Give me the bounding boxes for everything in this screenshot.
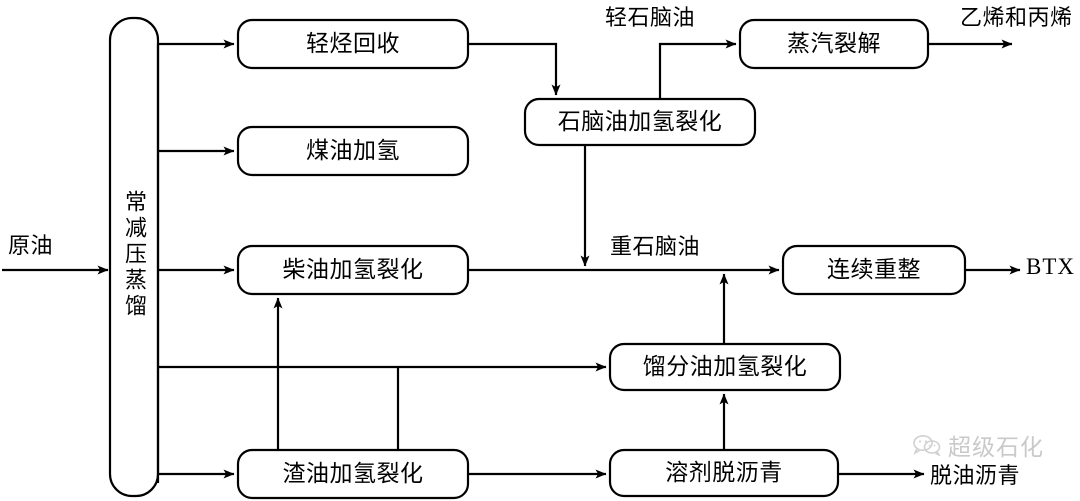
unit-box-steam-cracking[interactable] [738, 18, 930, 70]
unit-box-light-hydrocarbon-recovery[interactable] [236, 18, 470, 70]
unit-label-crude-distillation: 常减压蒸馏 [122, 190, 147, 320]
stream-label-btx: BTX [1026, 254, 1075, 279]
connector-naphtha-hydrocracking-to-steam-cracking [658, 39, 737, 99]
unit-box-solvent-deasphalting[interactable] [608, 448, 840, 498]
unit-box-diesel-hydrocracking[interactable] [236, 244, 470, 296]
stream-label-light-naphtha: 轻石脑油 [605, 5, 696, 30]
stream-label-crude-oil: 原油 [8, 233, 54, 258]
unit-box-naphtha-hydrocracking[interactable] [523, 97, 757, 147]
unit-box-residue-hydrocracking[interactable] [236, 448, 470, 500]
unit-box-continuous-reforming[interactable] [781, 244, 967, 296]
unit-box-kerosene-hydrotreating[interactable] [236, 125, 470, 177]
stream-label-ethylene-propylene: 乙烯和丙烯 [960, 5, 1073, 30]
unit-box-distillate-hydrocracking[interactable] [608, 342, 842, 392]
stream-label-deoiled-asphalt: 脱油沥青 [930, 463, 1021, 488]
connector-light-hydrocarbon-recovery-to-naphtha-hydrocracking [468, 42, 561, 96]
stream-label-heavy-naphtha: 重石脑油 [610, 234, 701, 259]
